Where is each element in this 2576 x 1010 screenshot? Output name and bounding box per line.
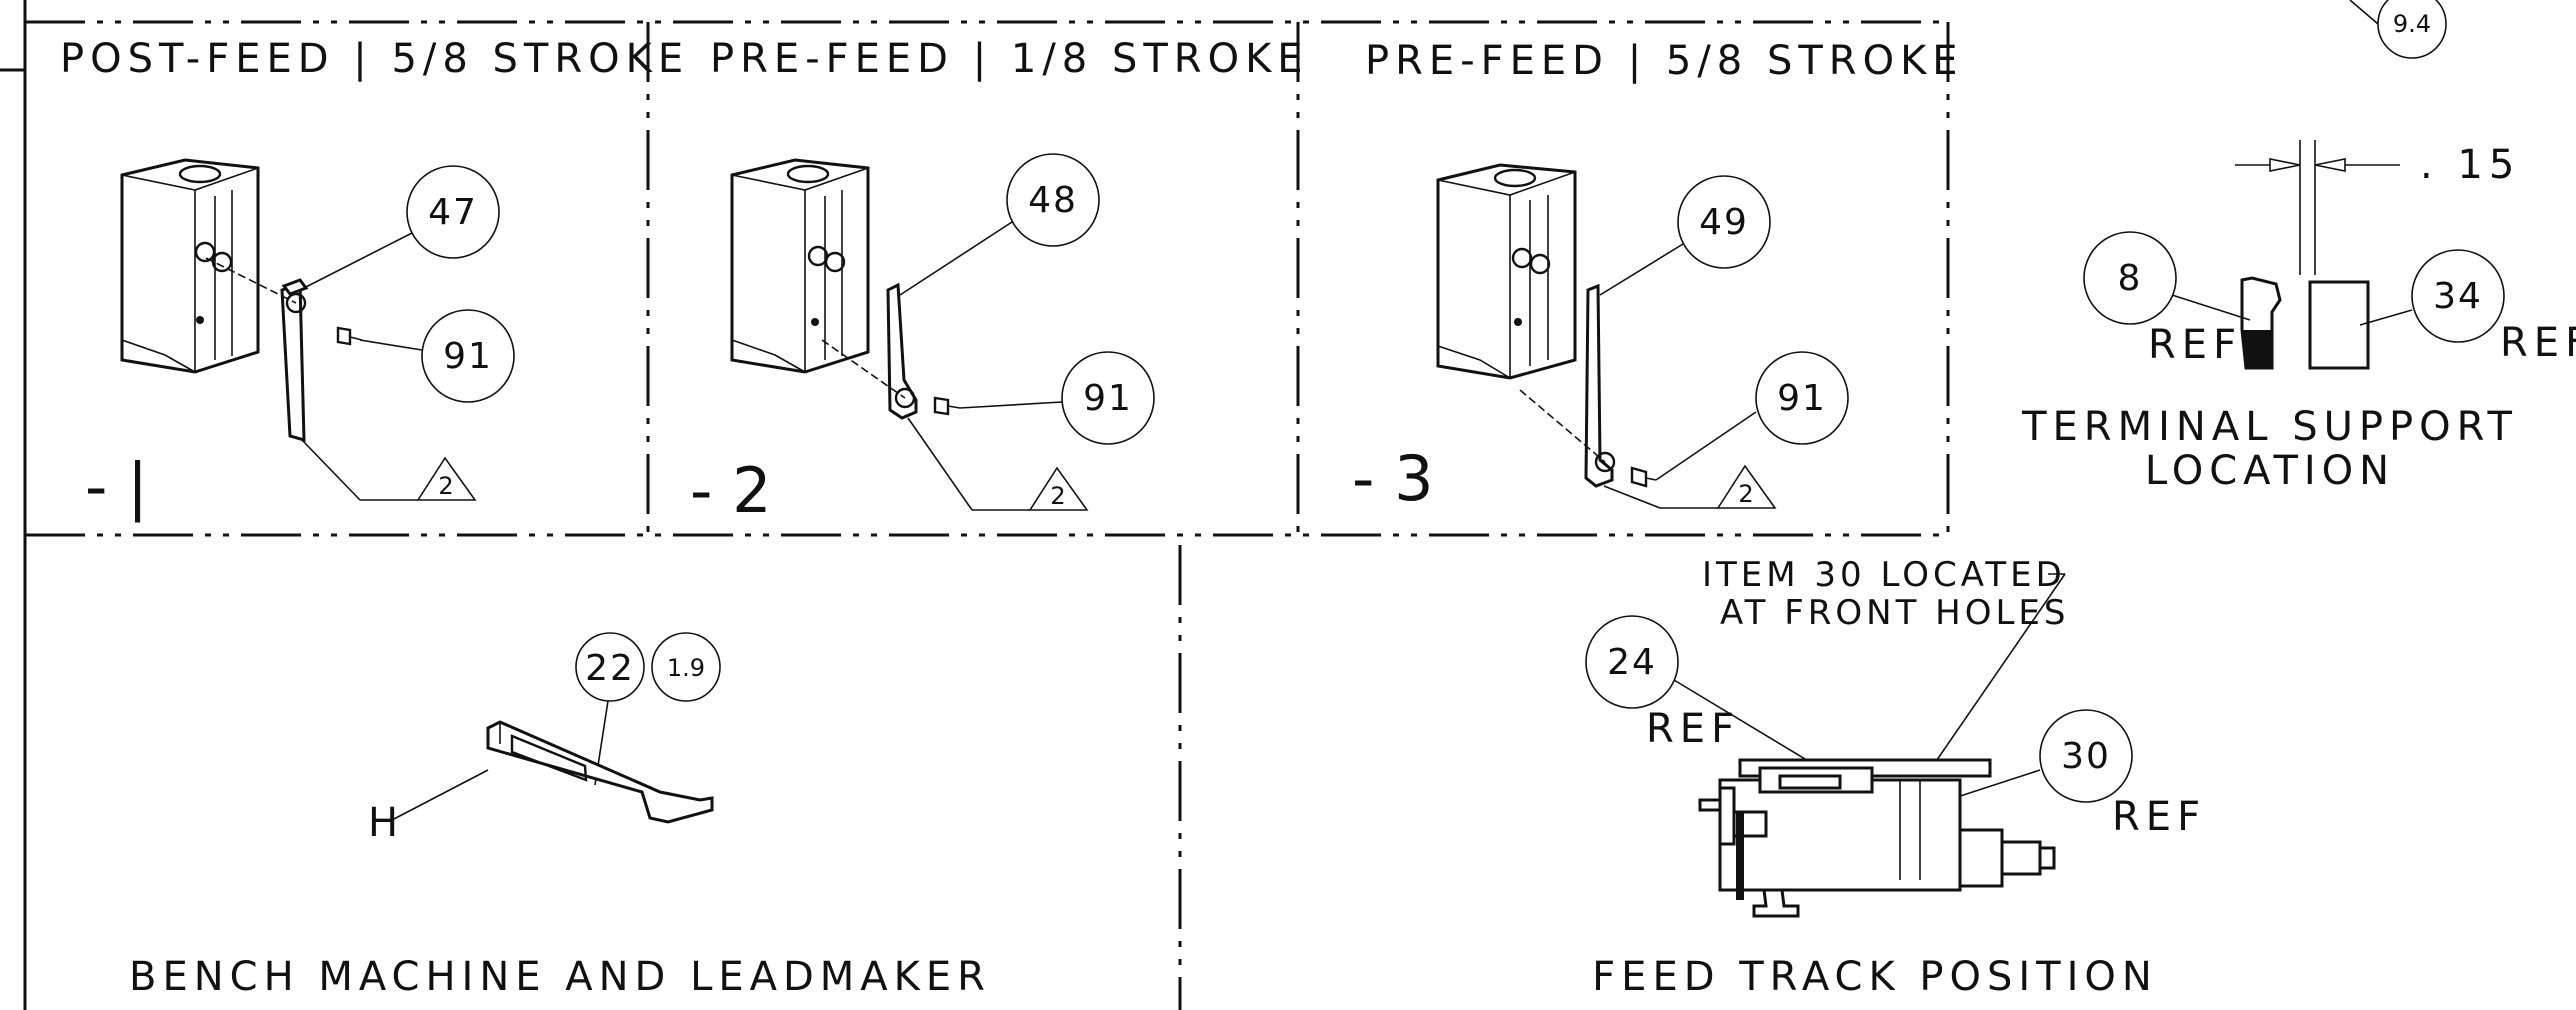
feed-block-3 (1436, 163, 1577, 380)
balloon-9-4-label: 9.4 (2393, 10, 2431, 38)
terminal-support-detail: 9.4 . 15 8 REF 34 REF TERMINAL SUPPORT L… (2021, 0, 2576, 494)
balloon-34 (2411, 249, 2505, 343)
panel-pre-feed-5-8: PRE-FEED | 5/8 STROKE - 3 49 91 2 (1352, 38, 1964, 515)
point-h-label: H (368, 800, 404, 846)
balloon-24 (1585, 615, 1679, 709)
balloon-49 (1677, 175, 1771, 269)
balloon-8-label: 8 (2118, 258, 2143, 299)
note-triangle-3 (1716, 464, 1777, 509)
feed-track-note-2: AT FRONT HOLES (1720, 593, 2069, 633)
balloon-91-c (1755, 351, 1849, 445)
panel-pre-feed-1-8: PRE-FEED | 1/8 STROKE - 2 48 91 2 (690, 36, 1309, 527)
dimension-value: . 15 (2420, 142, 2520, 188)
terminal-support-title-1: TERMINAL SUPPORT (2021, 404, 2518, 450)
feed-block-2 (730, 158, 870, 374)
note-triangle-3-label: 2 (1738, 480, 1753, 508)
balloon-91-a (421, 309, 515, 403)
note-triangle-2-label: 2 (1050, 482, 1065, 510)
balloon-1-9 (651, 632, 721, 702)
balloon-48 (1006, 153, 1100, 247)
note-triangle-1 (416, 456, 477, 501)
balloon-34-label: 34 (2433, 276, 2483, 317)
panel-pre-feed-1-8-dash: - 2 (690, 454, 772, 527)
balloon-91-b (1061, 351, 1155, 445)
panel-post-feed-title: POST-FEED | 5/8 STROKE (60, 36, 689, 82)
bench-machine-title: BENCH MACHINE AND LEADMAKER (129, 954, 991, 1000)
balloon-1-9-label: 1.9 (667, 654, 705, 682)
balloon-34-ref: REF (2500, 320, 2576, 366)
balloon-24-label: 24 (1607, 642, 1657, 683)
feed-track-note-1: ITEM 30 LOCATED (1702, 555, 2066, 595)
feed-track-title: FEED TRACK POSITION (1592, 954, 2158, 1000)
panel-pre-feed-5-8-dash: - 3 (1352, 442, 1434, 515)
balloon-24-ref: REF (1646, 706, 1740, 752)
balloon-30-ref: REF (2112, 794, 2206, 840)
balloon-8 (2083, 231, 2177, 325)
detail-borders (25, 20, 1950, 1010)
balloon-49-label: 49 (1699, 202, 1749, 243)
note-triangle-2 (1028, 466, 1089, 511)
panel-pre-feed-5-8-title: PRE-FEED | 5/8 STROKE (1365, 38, 1964, 84)
terminal-support-title-2: LOCATION (2145, 448, 2395, 494)
panel-post-feed: POST-FEED | 5/8 STROKE - | 47 91 (60, 36, 689, 524)
balloon-47 (406, 165, 500, 259)
balloon-91-b-label: 91 (1083, 378, 1133, 419)
panel-post-feed-dash: - | (85, 450, 148, 524)
balloon-91-a-label: 91 (443, 336, 493, 377)
bench-machine-detail: 22 1.9 H BENCH MACHINE AND LEADMAKER (129, 632, 991, 1000)
panel-pre-feed-1-8-title: PRE-FEED | 1/8 STROKE (710, 36, 1309, 82)
balloon-91-c-label: 91 (1777, 378, 1827, 419)
feed-track-detail: ITEM 30 LOCATED AT FRONT HOLES 24 REF 30… (1585, 555, 2206, 1000)
balloon-47-label: 47 (428, 192, 478, 233)
feed-block-1 (120, 158, 260, 374)
balloon-22 (575, 632, 645, 702)
balloon-30-label: 30 (2061, 736, 2111, 777)
balloon-22-label: 22 (585, 648, 635, 689)
balloon-48-label: 48 (1028, 180, 1078, 221)
balloon-8-ref: REF (2148, 322, 2242, 368)
balloon-30 (2039, 709, 2133, 803)
note-triangle-1-label: 2 (438, 472, 453, 500)
